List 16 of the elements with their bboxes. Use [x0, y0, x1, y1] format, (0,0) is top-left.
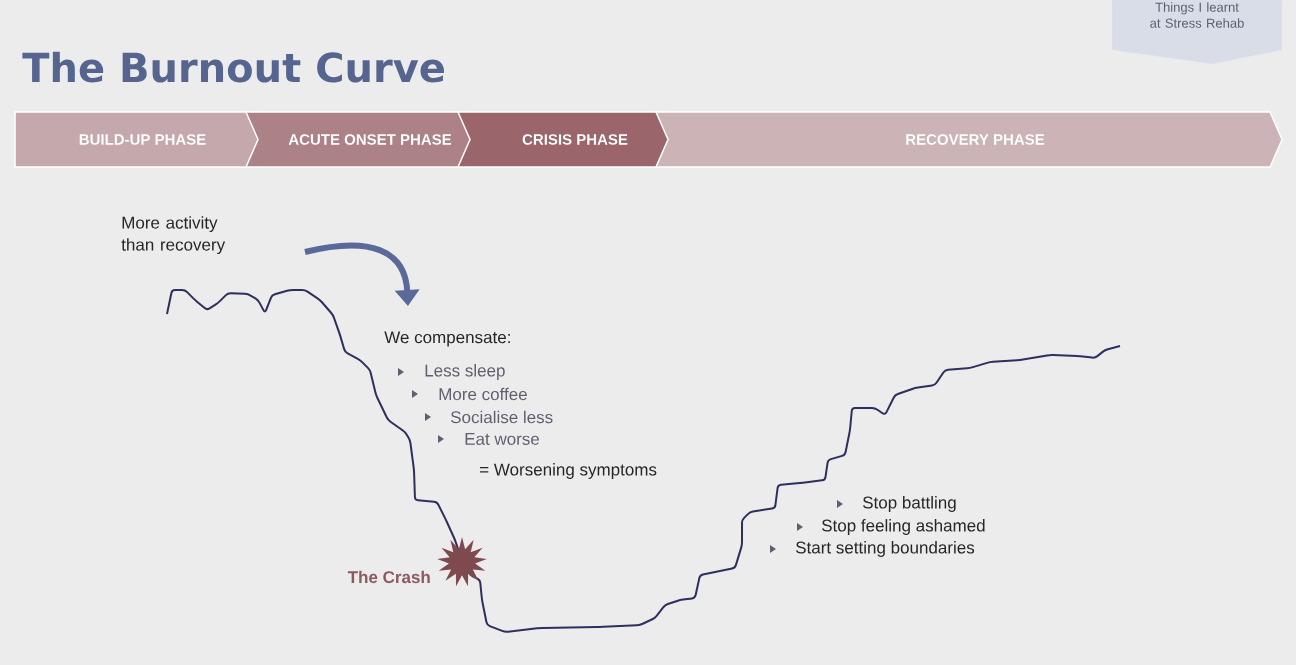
list-item: More coffee	[439, 387, 527, 401]
phase-banner: RECOVERY PHASE	[654, 111, 1283, 168]
pennant-tag: Things I learnt at Stress Rehab	[1111, 0, 1283, 65]
list-item: Start setting boundaries	[796, 541, 975, 557]
list-item: Less sleep	[425, 364, 505, 380]
list-item: Eat worse	[465, 433, 539, 445]
note-text: More activity than recovery	[121, 216, 226, 255]
crash-starburst	[437, 537, 487, 587]
list-item: Socialise less	[450, 410, 553, 424]
crash-label: The Crash	[347, 570, 430, 584]
list-item: Stop battling	[863, 496, 956, 512]
note-text: We compensate:	[384, 331, 510, 347]
note-text: = Worsening symptoms	[480, 463, 657, 479]
list-item: Stop feeling ashamed	[822, 519, 985, 535]
phase-banner: BUILD-UP PHASE	[14, 111, 271, 168]
title: The Burnout Curve	[22, 51, 444, 83]
